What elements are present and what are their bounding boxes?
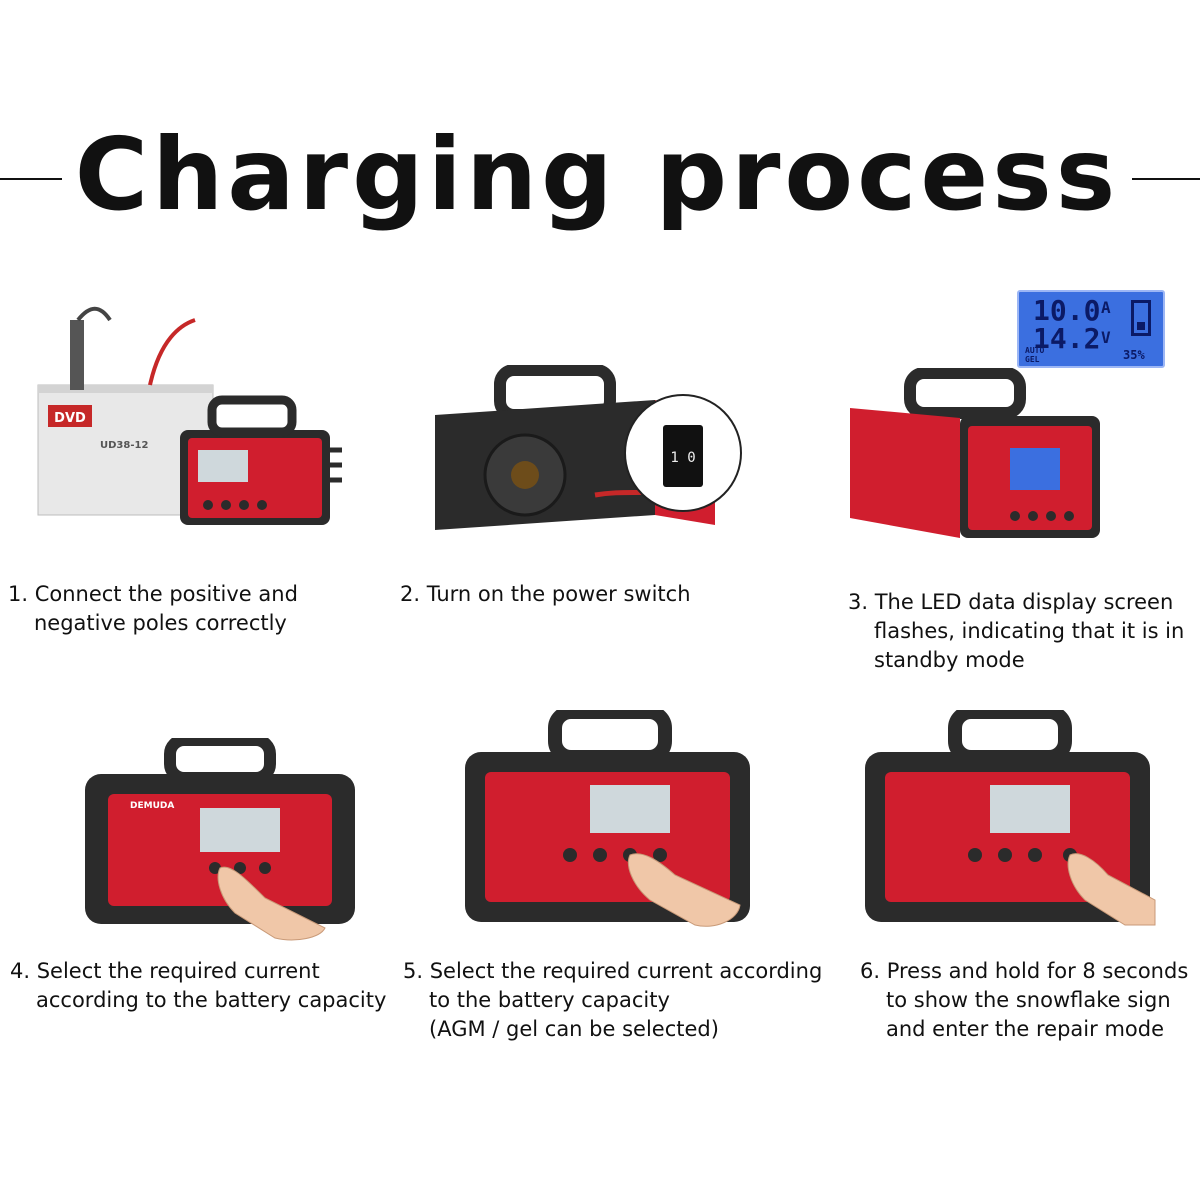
pointing-hand-icon: [217, 866, 326, 941]
step-2-line-1: 2. Turn on the power switch: [400, 582, 691, 606]
step-5-caption: 5. Select the required current according…: [403, 957, 822, 1044]
step-5-line-3: (AGM / gel can be selected): [429, 1017, 719, 1041]
step-4-line-2: according to the battery capacity: [36, 988, 387, 1012]
lcd-mode-1: AUTO: [1025, 346, 1045, 355]
step-4-line-1: 4. Select the required current: [10, 959, 320, 983]
step-4-image: DEMUDA: [85, 738, 355, 941]
step-2-image: 1 0: [435, 365, 742, 530]
charger-front-illustration: [850, 368, 1100, 538]
step-2-caption: 2. Turn on the power switch: [400, 580, 691, 609]
lcd-current-unit: A: [1101, 298, 1111, 317]
page-title: Charging process: [74, 116, 1120, 233]
title-rule-left: [0, 178, 62, 180]
lcd-voltage-unit: V: [1101, 328, 1111, 347]
step-3-caption: 3. The LED data display screen flashes, …: [848, 588, 1184, 675]
step-5-line-2: to the battery capacity: [429, 988, 670, 1012]
step-5-line-1: 5. Select the required current according: [403, 959, 823, 983]
battery-model: UD38-12: [100, 440, 148, 451]
step-6-line-2: to show the snowflake sign: [886, 988, 1171, 1012]
charger-illustration: [180, 395, 342, 525]
lcd-voltage: 14.2: [1033, 322, 1101, 355]
title-rule-right: [1132, 178, 1200, 180]
lcd-zoom-panel: 10.0 A 14.2 V AUTO GEL 35%: [1017, 290, 1165, 368]
charger-panel-illustration: DEMUDA: [85, 738, 355, 924]
step-3-image: [850, 368, 1100, 538]
step-3-line-1: 3. The LED data display screen: [848, 590, 1174, 614]
step-4-caption: 4. Select the required current according…: [10, 957, 386, 1015]
pointing-hand-icon: [1067, 853, 1156, 926]
step-6-line-1: 6. Press and hold for 8 seconds: [860, 959, 1189, 983]
battery-brand: DVD: [54, 411, 86, 426]
power-switch-zoom: 1 0: [624, 394, 742, 512]
step-6-caption: 6. Press and hold for 8 seconds to show …: [860, 957, 1188, 1044]
switch-label: 1 0: [670, 450, 695, 466]
step-3-line-3: standby mode: [874, 648, 1025, 672]
step-1-line-2: negative poles correctly: [34, 611, 287, 635]
step-1-line-1: 1. Connect the positive and: [8, 582, 298, 606]
step-1-caption: 1. Connect the positive and negative pol…: [8, 580, 298, 638]
step-5-image: [465, 710, 750, 927]
lcd-battery-icon: [1131, 300, 1151, 336]
step-6-image: [865, 710, 1156, 926]
lcd-current: 10.0: [1033, 294, 1101, 327]
step-1-image: DVD UD38-12: [37, 306, 342, 525]
lcd-percent: 35%: [1123, 348, 1145, 362]
pointing-hand-icon: [627, 853, 741, 927]
lcd-mode-2: GEL: [1025, 355, 1040, 364]
step-3-line-2: flashes, indicating that it is in: [874, 619, 1185, 643]
step-6-line-3: and enter the repair mode: [886, 1017, 1165, 1041]
charger-brand: DEMUDA: [130, 801, 174, 811]
